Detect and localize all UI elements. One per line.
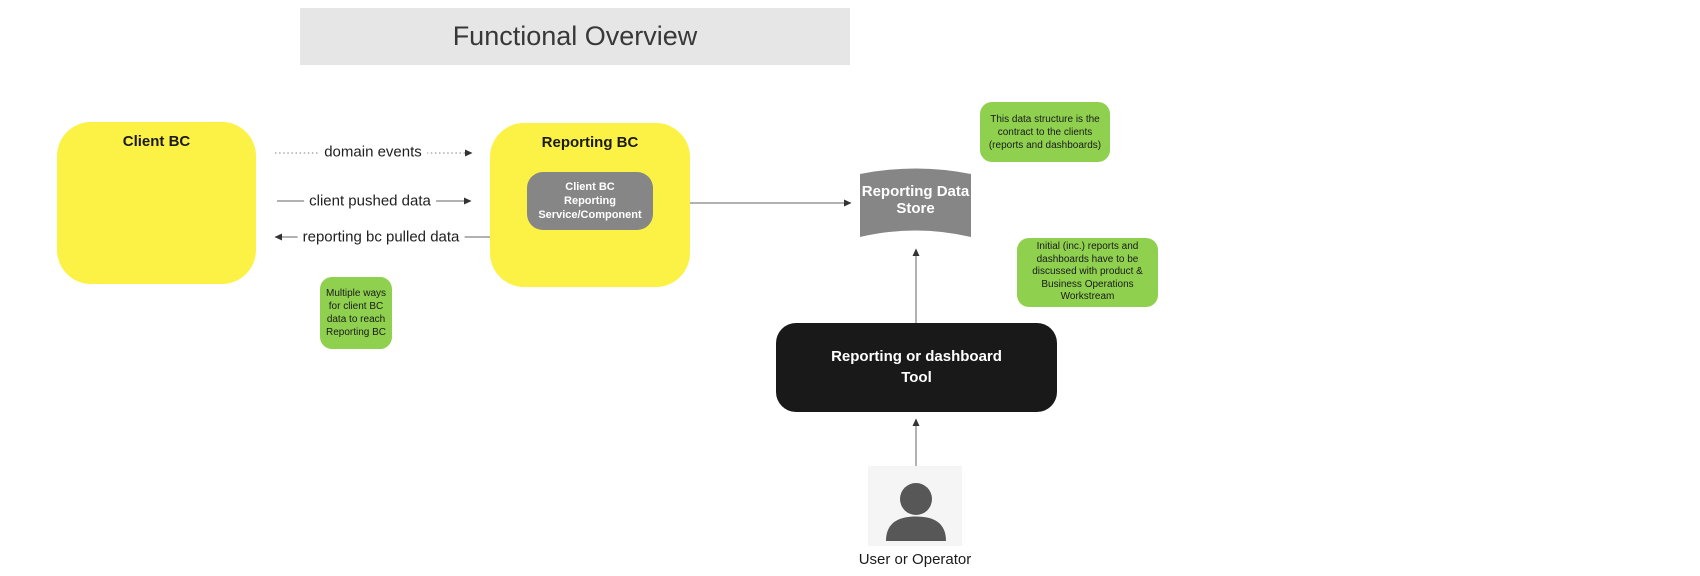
reporting-dashboard-tool-box[interactable]: Reporting or dashboard Tool	[776, 323, 1057, 412]
reporting-bc-label: Reporting BC	[541, 134, 639, 151]
page-title-text: Functional Overview	[452, 21, 698, 51]
client-bc-label: Client BC	[122, 133, 191, 150]
datastore-label: Reporting Data Store	[861, 183, 970, 218]
edge-label-domain-events[interactable]: domain events	[319, 143, 427, 161]
note-initial-reports[interactable]: Initial (inc.) reports and dashboards ha…	[1017, 238, 1158, 307]
client-bc-reporting-component-box[interactable]: Client BC Reporting Service/Component	[527, 172, 653, 230]
person-icon	[886, 483, 946, 541]
user-actor-shape[interactable]	[868, 466, 962, 546]
user-actor-label: User or Operator	[858, 551, 972, 568]
datastore-barrel-icon	[860, 168, 971, 237]
edge-label-reporting-pulled-data[interactable]: reporting bc pulled data	[297, 228, 465, 246]
note-multiple-text: Multiple ways for client BC data to reac…	[325, 288, 387, 338]
note-contract-text: This data structure is the contract to t…	[988, 113, 1102, 151]
client-bc-box[interactable]: Client BC	[57, 122, 256, 284]
reporting-bc-box[interactable]: Reporting BC	[490, 123, 690, 287]
reporting-data-store-shape[interactable]: Reporting Data Store	[858, 162, 973, 240]
note-initial-text: Initial (inc.) reports and dashboards ha…	[1032, 241, 1143, 303]
note-multiple-ways[interactable]: Multiple ways for client BC data to reac…	[320, 277, 392, 349]
tool-label: Reporting or dashboard Tool	[831, 348, 1002, 386]
page-title: Functional Overview	[300, 8, 850, 65]
component-label: Client BC Reporting Service/Component	[538, 180, 642, 222]
note-data-structure-contract[interactable]: This data structure is the contract to t…	[980, 102, 1110, 162]
edge-label-client-pushed-data[interactable]: client pushed data	[304, 192, 436, 210]
